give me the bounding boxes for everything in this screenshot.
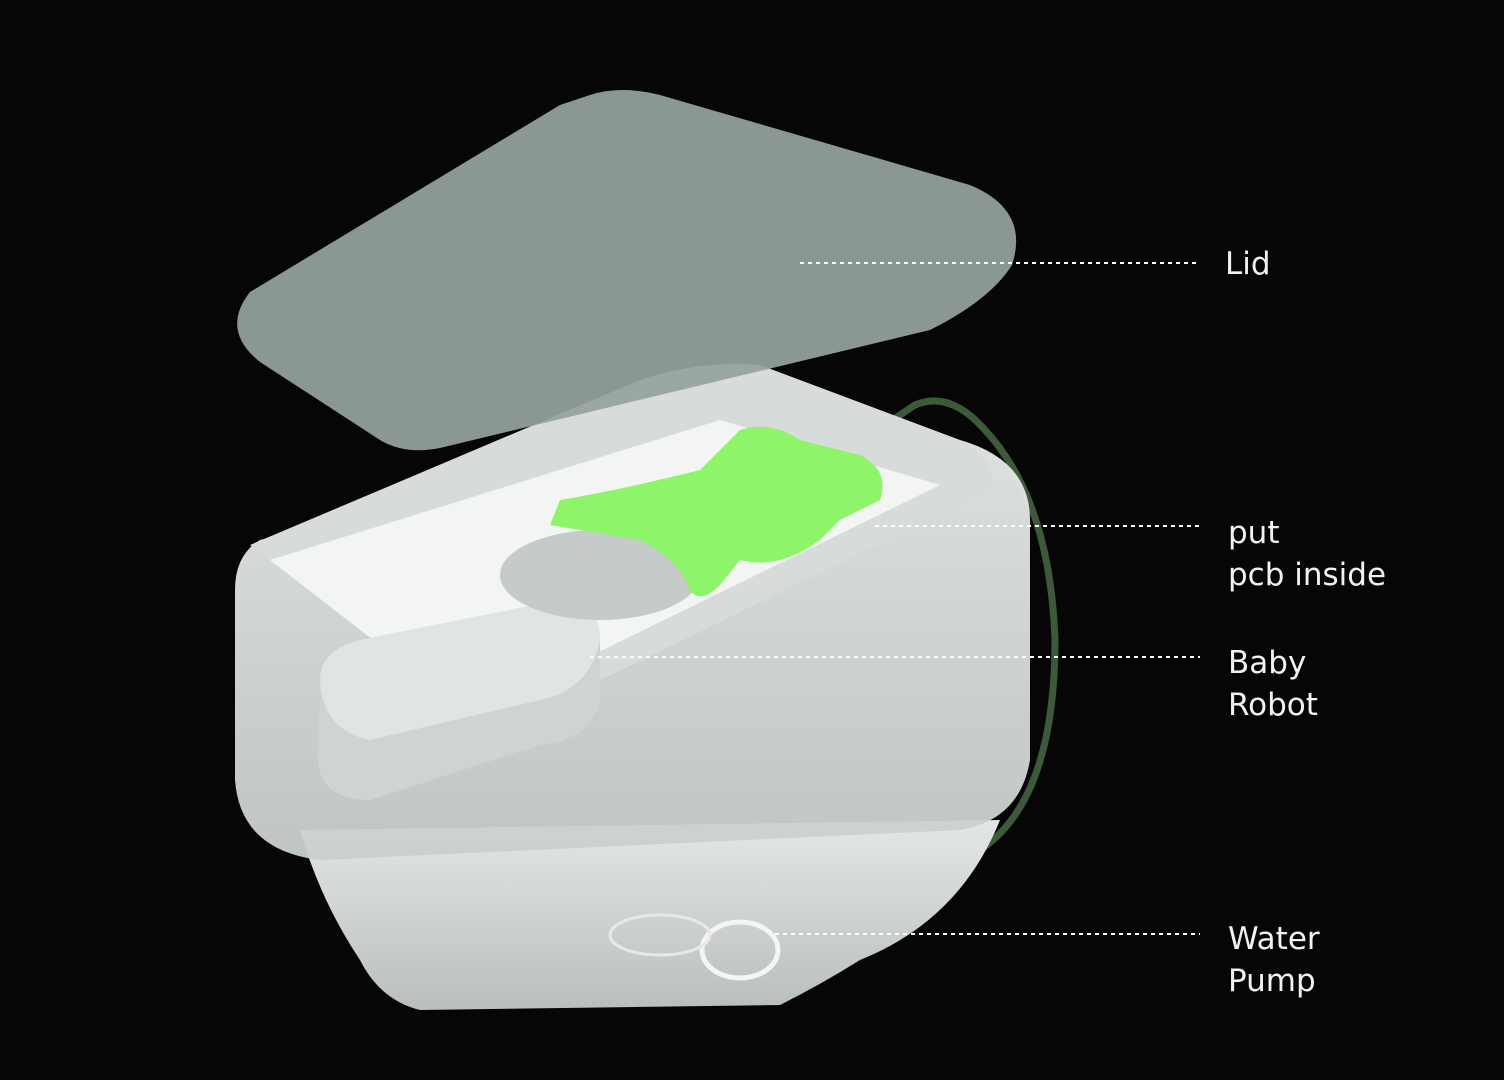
lid: [237, 90, 1017, 451]
leader-lines: [590, 262, 1200, 935]
label-pump-line1: Water: [1228, 921, 1320, 957]
label-robot-line2: Robot: [1228, 687, 1318, 723]
pcb: [550, 426, 883, 597]
label-pcb-line2: pcb inside: [1228, 557, 1387, 593]
label-pcb-line1: put: [1228, 515, 1280, 551]
label-robot: Baby Robot: [1228, 642, 1318, 726]
label-pump-line2: Pump: [1228, 963, 1316, 999]
water-pump: [608, 913, 781, 981]
label-lid: Lid: [1225, 243, 1271, 285]
label-pump: Water Pump: [1228, 918, 1320, 1002]
label-robot-line1: Baby: [1228, 645, 1307, 681]
label-lid-text: Lid: [1225, 246, 1271, 282]
baby-robot: [318, 530, 700, 800]
label-pcb: put pcb inside: [1228, 512, 1386, 596]
